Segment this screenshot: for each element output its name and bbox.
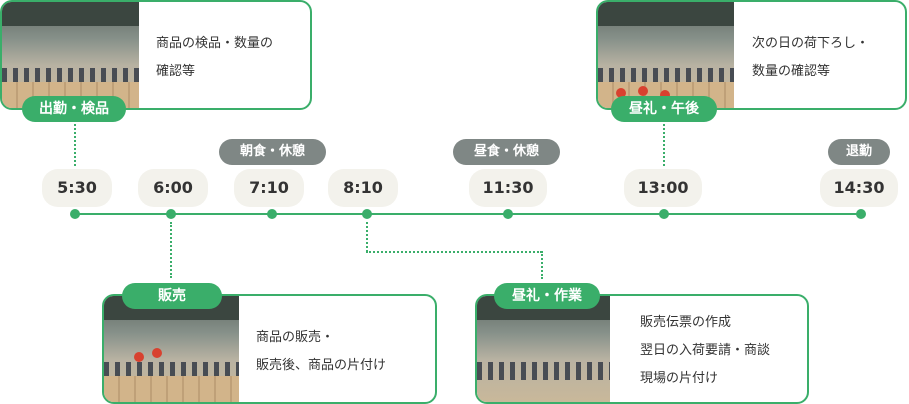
time-0530: 5:30 [42, 169, 112, 207]
card-arrival-line-1: 商品の検品・数量の [156, 36, 274, 51]
card-afternoon-line-2: 数量の確認等 [752, 64, 831, 79]
label-afternoon: 昼礼・午後 [611, 96, 717, 122]
time-1300: 13:00 [624, 169, 702, 207]
time-1130: 11:30 [469, 169, 547, 207]
timeline-dot-1130 [503, 209, 513, 219]
card-afternoon-text: 次の日の荷下ろし・ 数量の確認等 [752, 30, 869, 86]
timeline-line [75, 213, 862, 215]
connector-sales [170, 222, 172, 278]
card-arrival-line-2: 確認等 [156, 64, 196, 79]
connector-work-v1 [366, 222, 368, 252]
card-work-line-2: 翌日の入荷要請・商談 [640, 343, 771, 358]
timeline-dot-0600 [166, 209, 176, 219]
timeline-dot-0710 [267, 209, 277, 219]
label-sales: 販売 [122, 283, 222, 309]
card-work-text: 販売伝票の作成 翌日の入荷要請・商談 現場の片付け [640, 309, 770, 393]
photo-afternoon [598, 2, 734, 108]
card-arrival: 商品の検品・数量の 確認等 [0, 0, 312, 110]
card-afternoon: 次の日の荷下ろし・ 数量の確認等 [596, 0, 907, 110]
card-work-line-3: 現場の片付け [640, 371, 719, 386]
time-1430: 14:30 [820, 169, 898, 207]
time-0710: 7:10 [234, 169, 304, 207]
card-sales-text: 商品の販売・ 販売後、商品の片付け [256, 324, 386, 380]
timeline-dot-1430 [856, 209, 866, 219]
card-afternoon-line-1: 次の日の荷下ろし・ [752, 36, 870, 51]
tag-leave: 退勤 [828, 139, 890, 165]
photo-work [477, 296, 610, 402]
card-work: 販売伝票の作成 翌日の入荷要請・商談 現場の片付け [475, 294, 809, 404]
card-sales: 商品の販売・ 販売後、商品の片付け [102, 294, 437, 404]
card-sales-line-2: 販売後、商品の片付け [256, 358, 387, 373]
label-arrival: 出勤・検品 [22, 96, 126, 122]
timeline-dot-0810 [362, 209, 372, 219]
time-0810: 8:10 [328, 169, 398, 207]
card-work-line-1: 販売伝票の作成 [640, 315, 732, 330]
photo-arrival [2, 2, 139, 108]
timeline-dot-0530 [70, 209, 80, 219]
tag-lunch: 昼食・休憩 [453, 139, 560, 165]
connector-work-h [366, 251, 542, 253]
photo-sales [104, 296, 239, 402]
connector-afternoon [663, 124, 665, 166]
tag-breakfast: 朝食・休憩 [219, 139, 326, 165]
time-0600: 6:00 [138, 169, 208, 207]
connector-work-v2 [541, 251, 543, 279]
card-sales-line-1: 商品の販売・ [256, 330, 335, 345]
card-arrival-text: 商品の検品・数量の 確認等 [156, 30, 273, 86]
connector-arrival [74, 124, 76, 166]
label-work: 昼礼・作業 [494, 283, 600, 309]
timeline-dot-1300 [659, 209, 669, 219]
